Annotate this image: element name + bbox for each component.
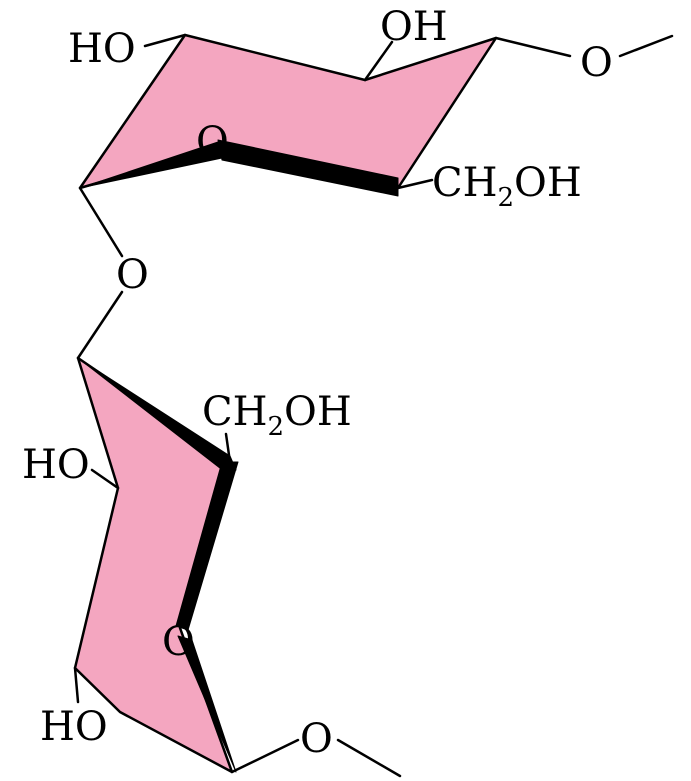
bottom-link-o-tail-bond xyxy=(336,738,402,778)
top-ring-front-wedge-right xyxy=(217,139,399,197)
glycosidic-oxygen-label: O xyxy=(116,252,149,298)
top-ch2oh-bond xyxy=(396,178,434,190)
bottom-ch2oh-bond xyxy=(224,432,232,464)
top-ring-oxygen-label: O xyxy=(196,119,229,165)
bottom-link-o-bond xyxy=(230,738,300,774)
top-oh-bond xyxy=(363,40,394,82)
top-pyranose-ring: HO OH O O CH2OH xyxy=(68,4,674,213)
bottom-link-oxygen-label: O xyxy=(300,716,333,762)
bottom-ho-upper-bond xyxy=(90,468,120,490)
bottom-ring-wedge-lower xyxy=(177,635,237,773)
top-ho-label: HO xyxy=(68,26,136,72)
top-ch2oh-subscript: 2 xyxy=(498,183,515,213)
glycosidic-linkage: O xyxy=(76,186,149,360)
glycosidic-lower-bond xyxy=(76,290,124,360)
top-right-oxygen-label: O xyxy=(580,40,613,86)
top-ho-bond xyxy=(143,33,187,48)
top-ch2oh-prefix: CH xyxy=(432,160,498,206)
bottom-ho-lower-label: HO xyxy=(40,704,108,750)
bottom-ho-upper-label: HO xyxy=(22,442,90,488)
top-oh-label: OH xyxy=(380,4,448,50)
bottom-ho-lower-bond xyxy=(73,666,80,704)
glycosidic-upper-bond xyxy=(78,186,124,258)
bottom-ch2oh-label: CH2OH xyxy=(202,389,352,442)
top-right-o-tail-bond xyxy=(618,34,674,58)
bottom-pyranose-ring: CH2OH HO O HO O xyxy=(22,356,402,778)
bottom-ring-wedge-right xyxy=(175,461,239,631)
top-ch2oh-suffix: OH xyxy=(514,160,582,206)
top-right-o-bond xyxy=(494,36,572,58)
top-ch2oh-label: CH2OH xyxy=(432,160,582,213)
bottom-ch2oh-prefix: CH xyxy=(202,389,268,435)
bottom-ch2oh-subscript: 2 xyxy=(268,412,285,442)
bottom-ch2oh-suffix: OH xyxy=(284,389,352,435)
bottom-ring-oxygen-label: O xyxy=(162,619,195,665)
